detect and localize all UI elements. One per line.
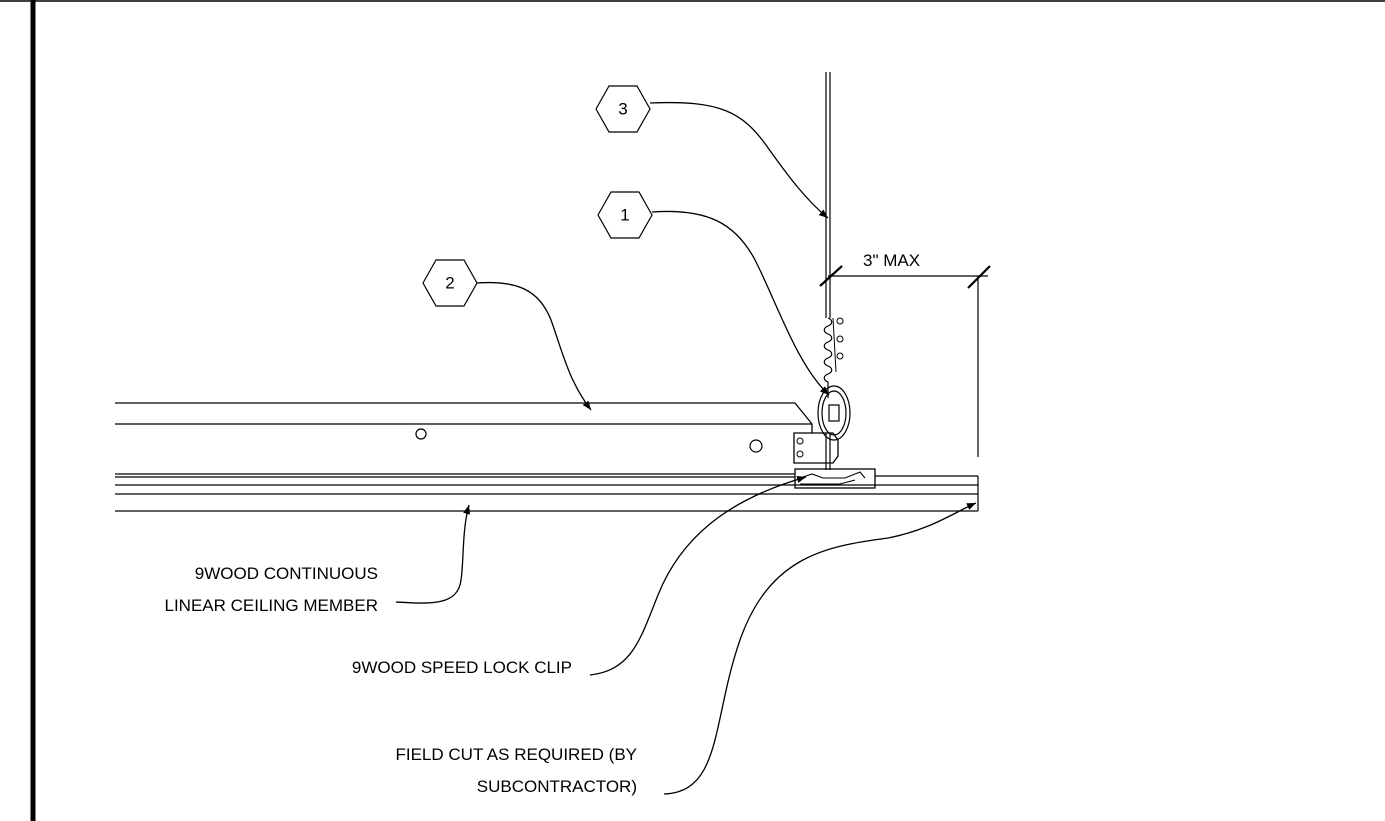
callout-ceiling-member-line2: LINEAR CEILING MEMBER — [165, 596, 379, 615]
wire-twist-coil — [823, 317, 833, 398]
leader-speed-lock-clip — [589, 475, 807, 676]
tag-1-hexagon: 1 — [597, 191, 653, 239]
leader-tag-2 — [476, 281, 592, 411]
tag-3-hexagon: 3 — [595, 85, 651, 133]
wire-twist-tail — [832, 317, 837, 373]
callout-field-cut-line1: FIELD CUT AS REQUIRED (BY — [395, 745, 637, 764]
dimension-3-max: 3" MAX — [819, 251, 991, 457]
speed-lock-clip — [794, 468, 876, 489]
tag-2-hexagon: 2 — [422, 259, 478, 307]
tag-3-label: 3 — [618, 100, 627, 119]
tag-2-label: 2 — [445, 274, 454, 293]
wire-twist-loop-top — [836, 317, 844, 325]
linear-ceiling-member — [115, 473, 979, 512]
hanger-bracket — [793, 432, 839, 470]
leader-field-cut — [663, 502, 977, 795]
callout-field-cut-line2: SUBCONTRACTOR) — [477, 777, 637, 796]
tag-1-label: 1 — [620, 206, 629, 225]
wire-eye-loop — [817, 385, 851, 441]
dimension-label: 3" MAX — [863, 251, 920, 270]
leader-tag-1 — [651, 210, 830, 396]
main-carrier-runner — [115, 402, 813, 453]
wire-twist-loop-mid — [836, 335, 844, 343]
leader-tag-3 — [649, 101, 829, 219]
callout-ceiling-member-line1: 9WOOD CONTINUOUS — [195, 564, 378, 583]
callout-speed-lock-clip: 9WOOD SPEED LOCK CLIP — [352, 658, 572, 677]
leader-ceiling-member — [395, 504, 471, 604]
wire-twist-loop-low — [836, 352, 844, 360]
